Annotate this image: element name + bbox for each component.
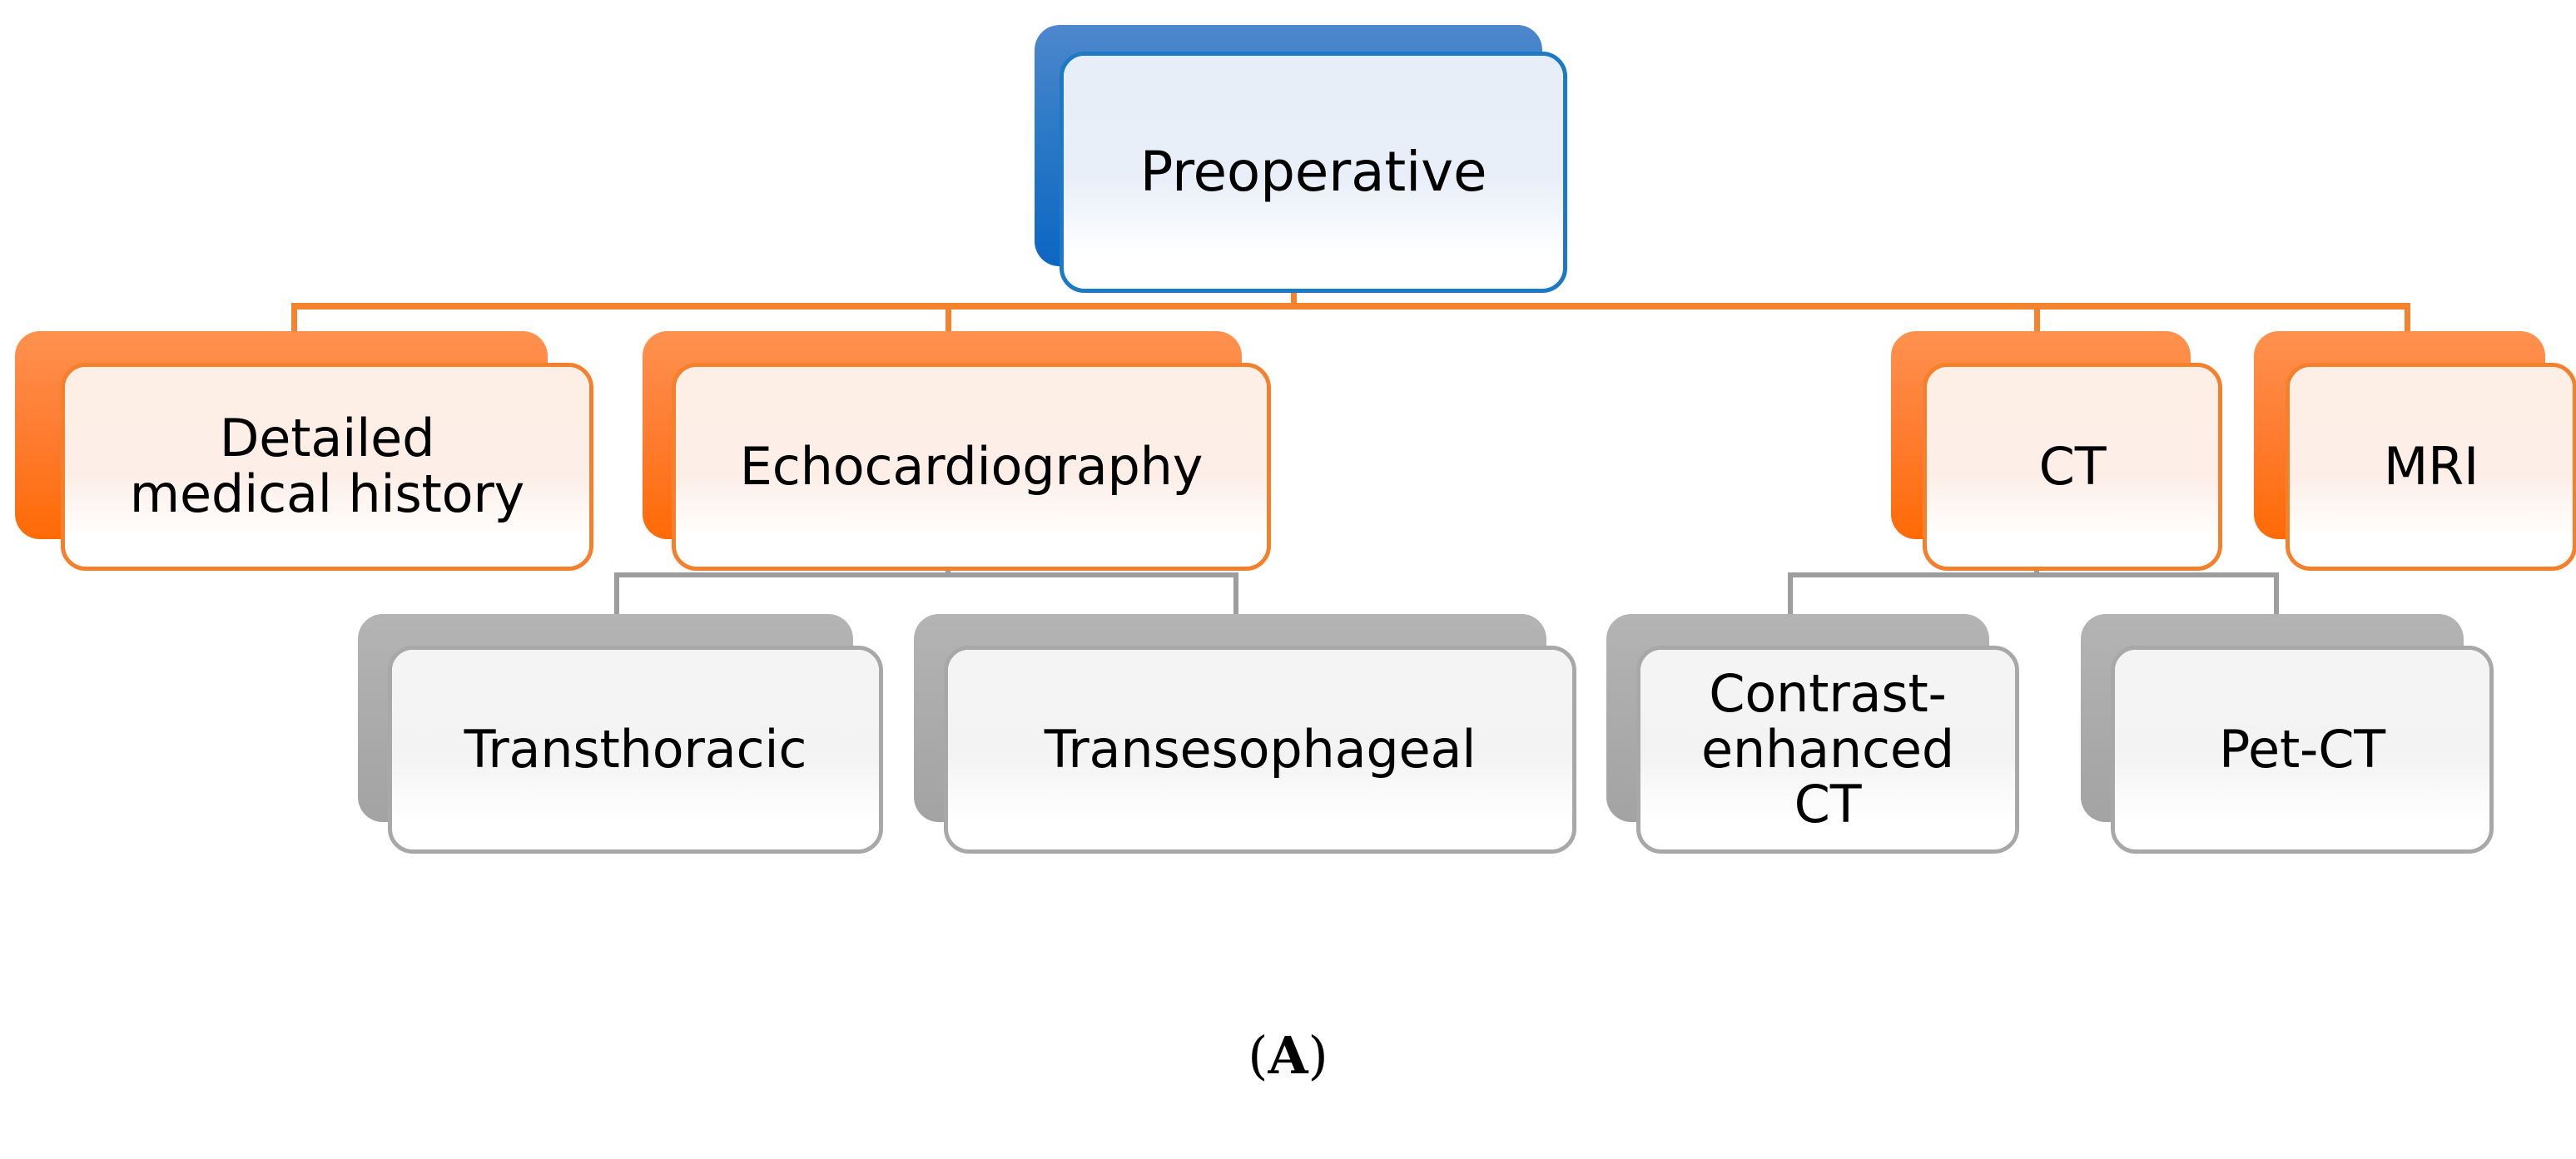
node-transesophageal[interactable]: Transesophageal [914,614,1576,854]
panel-caption-close-paren: ) [1308,1025,1328,1086]
node-face: Preoperative [1060,52,1567,293]
node-face: MRI [2286,363,2576,571]
node-label-transesophageal: Transesophageal [1044,718,1477,780]
edge-drop-contrast-ct [1788,572,1793,621]
node-label-ct: CT [2038,435,2107,497]
node-ct[interactable]: CT [1891,331,2222,571]
panel-caption-open-paren: ( [1248,1025,1268,1086]
panel-caption: (A) [0,1025,2576,1086]
node-face: Detailed medical history [61,363,593,571]
edge-drop-transesophageal [1233,572,1238,621]
node-detailed-medical-history[interactable]: Detailed medical history [15,331,593,571]
panel-caption-letter: A [1268,1025,1308,1086]
node-inner-fill [65,367,589,538]
node-face: Transesophageal [944,646,1576,854]
node-contrast-enhanced-ct[interactable]: Contrast- enhanced CT [1606,614,2019,854]
node-inner-fill [948,650,1572,821]
node-inner-fill [1640,650,2015,821]
node-label-transthoracic: Transthoracic [464,718,807,780]
node-label-detailed-medical-history: Detailed medical history [129,408,525,524]
edge-grey-bus-echo [614,572,1238,577]
node-inner-fill [2290,367,2573,538]
node-label-pet-ct: Pet-CT [2219,718,2385,780]
node-inner-fill [2115,650,2489,821]
node-label-mri: MRI [2383,435,2479,497]
node-label-echocardiography: Echocardiography [739,435,1204,497]
edge-grey-bus-ct [1788,572,2279,577]
node-face: CT [1923,363,2222,571]
edge-drop-pet-ct [2274,572,2279,621]
node-inner-fill [676,367,1267,538]
node-label-preoperative: Preoperative [1139,140,1487,205]
node-mri[interactable]: MRI [2254,331,2576,571]
node-face: Echocardiography [672,363,1271,571]
edge-drop-transthoracic [614,572,619,621]
node-inner-fill [392,650,879,821]
node-face: Transthoracic [388,646,883,854]
node-inner-fill [1064,56,1563,257]
node-face: Contrast- enhanced CT [1636,646,2019,854]
node-label-contrast-enhanced-ct: Contrast- enhanced CT [1700,662,1954,835]
node-inner-fill [1927,367,2218,538]
node-transthoracic[interactable]: Transthoracic [358,614,883,854]
node-echocardiography[interactable]: Echocardiography [643,331,1271,571]
node-preoperative[interactable]: Preoperative [1035,25,1567,293]
node-face: Pet-CT [2111,646,2494,854]
edge-orange-bus [291,303,2410,310]
node-pet-ct[interactable]: Pet-CT [2081,614,2494,854]
